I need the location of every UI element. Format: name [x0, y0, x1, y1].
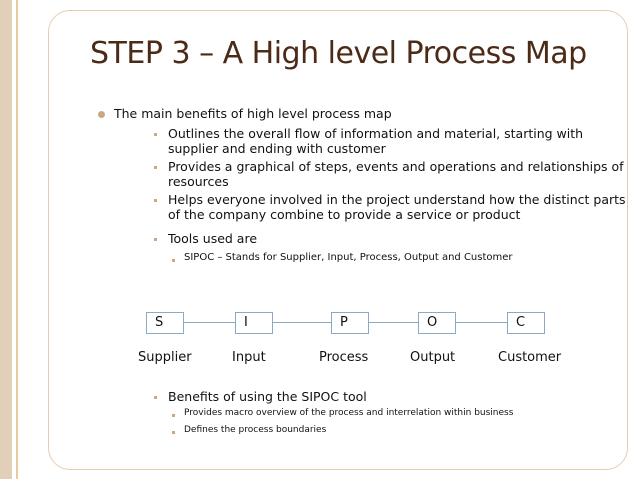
bullet-icon: [172, 431, 175, 434]
sipoc-benefits-heading: Benefits of using the SIPOC tool: [168, 389, 367, 404]
sipoc-box-i: I: [235, 312, 273, 334]
sipoc-label-input: Input: [232, 350, 266, 365]
bullet-icon: [154, 396, 157, 399]
sipoc-label-supplier: Supplier: [138, 350, 192, 365]
benefit-line: Tools used are: [168, 231, 258, 246]
bullet-icon: [154, 238, 157, 241]
left-accent-line: [16, 0, 18, 479]
bullet-icon: [154, 199, 157, 202]
bullet-icon: [98, 111, 105, 118]
left-accent-bar: [0, 0, 12, 479]
sipoc-label-process: Process: [319, 350, 369, 365]
benefit-line: Provides a graphical of steps, events an…: [168, 159, 624, 174]
bullet-icon: [154, 166, 157, 169]
benefit-line: Helps everyone involved in the project u…: [168, 192, 626, 207]
sipoc-label-customer: Customer: [498, 350, 562, 365]
sipoc-benefit-item: Provides macro overview of the process a…: [184, 408, 514, 418]
slide-frame: [48, 10, 628, 470]
sipoc-box-o: O: [418, 312, 456, 334]
benefit-line: of the company combine to provide a serv…: [168, 207, 521, 222]
tool-detail-text: SIPOC – Stands for Supplier, Input, Proc…: [184, 252, 513, 263]
benefit-line: resources: [168, 174, 229, 189]
sipoc-label-output: Output: [410, 350, 456, 365]
bullet-icon: [172, 414, 175, 417]
sipoc-box-c: C: [507, 312, 545, 334]
benefit-line: Outlines the overall flow of information…: [168, 126, 584, 141]
bullet-icon: [154, 133, 157, 136]
sipoc-benefit-item: Defines the process boundaries: [184, 425, 327, 435]
sipoc-box-s: S: [146, 312, 184, 334]
intro-text: The main benefits of high level process …: [114, 106, 392, 121]
sipoc-box-p: P: [331, 312, 369, 334]
benefit-line: supplier and ending with customer: [168, 141, 386, 156]
slide-title: STEP 3 – A High level Process Map: [90, 36, 587, 71]
bullet-icon: [172, 259, 175, 262]
